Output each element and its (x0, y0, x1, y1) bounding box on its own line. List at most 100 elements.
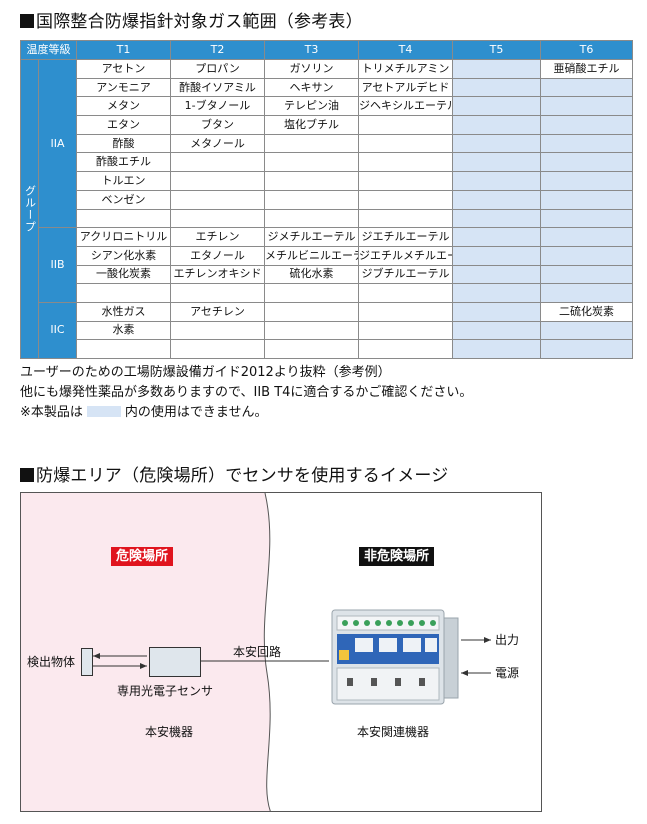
output-label: 出力 (495, 633, 520, 647)
temp-header: T5 (452, 40, 541, 60)
table-cell: 硫化水素 (264, 264, 359, 285)
temp-header: T4 (358, 40, 453, 60)
table-cell: 1-ブタノール (170, 96, 265, 117)
table-cell: アセトン (76, 59, 171, 79)
table-cell: メタン (76, 96, 171, 117)
table-cell: 酢酸 (76, 133, 171, 154)
safe-equipment-label: 本安関連機器 (357, 725, 430, 739)
table-cell (264, 320, 359, 341)
table-cell (452, 152, 541, 173)
table-cell (264, 339, 359, 359)
table-cell (264, 208, 359, 229)
table-cell (358, 115, 453, 135)
subgroup-label: IIC (38, 301, 77, 360)
table-cell (358, 320, 453, 341)
object-label: 検出物体 (27, 655, 76, 669)
table-row (21, 283, 633, 303)
table-cell (540, 227, 633, 247)
table-cell (452, 77, 541, 98)
table-cell (358, 171, 453, 191)
table-cell (540, 283, 633, 303)
barrier-unit-icon (331, 609, 459, 705)
circuit-label: 本安回路 (233, 645, 282, 659)
table-cell (76, 339, 171, 359)
table-cell (452, 208, 541, 229)
table-row: エタンブタン塩化ブチル (21, 115, 633, 135)
table-cell: 一酸化炭素 (76, 264, 171, 285)
table-row: ベンゼン (21, 189, 633, 210)
table-cell (452, 171, 541, 191)
table-cell (76, 283, 171, 303)
table-cell (540, 264, 633, 285)
table-cell (358, 133, 453, 154)
table-cell (358, 208, 453, 229)
table-cell: ベンゼン (76, 189, 171, 210)
table-cell (540, 339, 633, 359)
source-note: ユーザーのための工場防爆設備ガイド2012より抜粋（参考例） (20, 365, 391, 380)
table-cell (170, 171, 265, 191)
table-cell: ガソリン (264, 59, 359, 79)
table-row: シアン化水素エタノールメチルビニルエーテルジエチルメチルエーテル (21, 245, 633, 266)
section-title-gas-range: 国際整合防爆指針対象ガス範囲（参考表） (20, 12, 363, 32)
table-cell (540, 171, 633, 191)
table-cell (540, 189, 633, 210)
hazard-area-badge: 危険場所 (111, 547, 174, 566)
table-cell (540, 208, 633, 229)
table-cell: アンモニア (76, 77, 171, 98)
table-cell (170, 320, 265, 341)
table-cell (170, 339, 265, 359)
table-cell (452, 189, 541, 210)
temp-header: T1 (76, 40, 171, 60)
table-cell: ヘキサン (264, 77, 359, 98)
table-cell (264, 189, 359, 210)
table-cell: アセチレン (170, 301, 265, 322)
table-cell (452, 96, 541, 117)
table-row: 一酸化炭素エチレンオキシド硫化水素ジブチルエーテル (21, 264, 633, 285)
table-row (21, 339, 633, 359)
sensor-label: 専用光電子センサ (117, 684, 214, 698)
table-cell (358, 283, 453, 303)
table-cell (540, 320, 633, 341)
table-cell (264, 133, 359, 154)
table-cell: アクリロニトリル (76, 227, 171, 247)
temp-header: T6 (540, 40, 633, 60)
table-cell: 塩化ブチル (264, 115, 359, 135)
hazard-area-background (21, 493, 491, 811)
table-cell: 酢酸イソアミル (170, 77, 265, 98)
table-cell: アセトアルデヒド (358, 77, 453, 98)
table-cell (452, 283, 541, 303)
restriction-note: ※本製品は内の使用はできません。 (20, 405, 268, 420)
table-cell (540, 77, 633, 98)
table-header-row: 温度等級 T1 T2 T3 T4 T5 T6 (20, 40, 633, 60)
table-row: 水素 (21, 320, 633, 341)
table-cell: エチレンオキシド (170, 264, 265, 285)
table-cell (76, 208, 171, 229)
table-cell (452, 133, 541, 154)
compatibility-note: 他にも爆発性薬品が多数ありますので、IIB T4に適合するかご確認ください。 (20, 385, 473, 400)
table-cell (452, 301, 541, 322)
table-cell: メタノール (170, 133, 265, 154)
table-cell: 水性ガス (76, 301, 171, 322)
table-row: 酢酸エチル (21, 152, 633, 173)
table-row (21, 208, 633, 229)
table-cell: ジエチルメチルエーテル (358, 245, 453, 266)
table-cell (170, 189, 265, 210)
table-cell: プロパン (170, 59, 265, 79)
table-cell (358, 152, 453, 173)
table-cell (264, 171, 359, 191)
table-cell (452, 245, 541, 266)
na-swatch (86, 406, 121, 417)
table-cell: テレピン油 (264, 96, 359, 117)
table-row: アンモニア酢酸イソアミルヘキサンアセトアルデヒド (21, 77, 633, 98)
table-cell: ジメチルエーテル (264, 227, 359, 247)
table-cell (170, 152, 265, 173)
subgroup-label: IIA (38, 58, 77, 229)
table-cell: エチレン (170, 227, 265, 247)
square-bullet-icon (20, 14, 34, 28)
table-cell (540, 133, 633, 154)
table-cell (170, 208, 265, 229)
subgroup-label: IIB (38, 227, 77, 303)
